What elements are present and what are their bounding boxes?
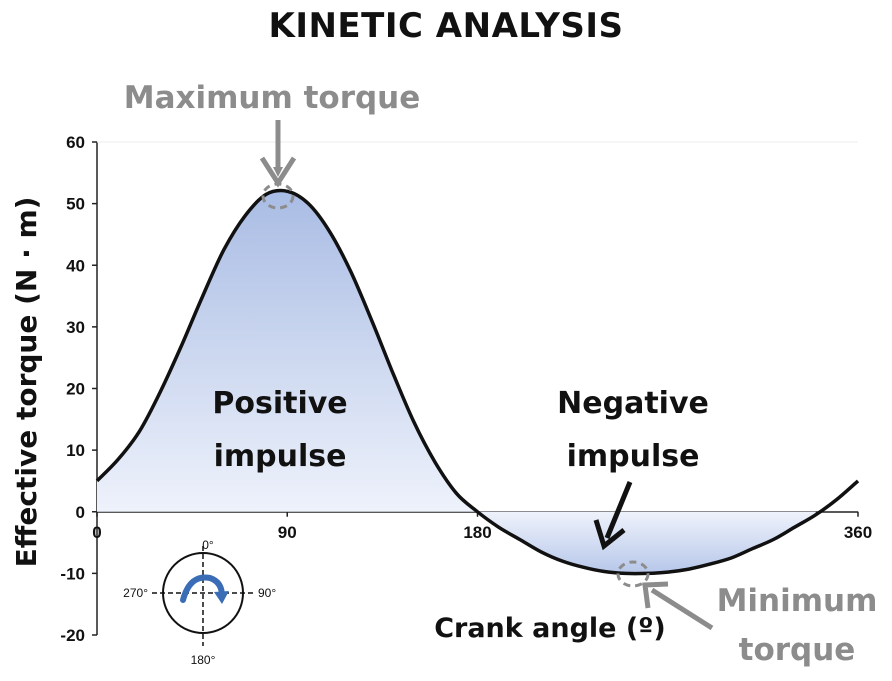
dial-label-bottom: 180° — [191, 653, 216, 667]
dial-label-right: 90° — [258, 586, 276, 600]
y-tick-label: 0 — [76, 503, 85, 522]
crank-rotation-arrowhead — [214, 591, 229, 604]
y-tick-label: 40 — [66, 256, 85, 275]
crank-rotation-arrow — [180, 574, 225, 603]
y-tick-label: -20 — [60, 626, 85, 645]
positive-impulse-label-2: impulse — [214, 439, 347, 474]
minimum-torque-marker — [616, 560, 650, 588]
positive-impulse-area — [97, 190, 478, 512]
y-tick-label: 50 — [66, 195, 85, 214]
negative-impulse-label-1: Negative — [557, 386, 709, 421]
dial-label-left: 270° — [123, 586, 148, 600]
y-tick-label: 10 — [66, 441, 85, 460]
y-axis-label: Effective torque (N · m) — [10, 197, 43, 568]
maximum-torque-marker — [261, 182, 295, 210]
y-tick-label: 20 — [66, 380, 85, 399]
minimum-torque-arrowhead — [642, 581, 669, 609]
y-tick-label: 30 — [66, 318, 85, 337]
minimum-torque-arrow — [650, 587, 714, 631]
negative-impulse-label-2: impulse — [567, 439, 700, 474]
crank-dial-inset: 0° 90° 180° 270° — [123, 538, 276, 667]
dial-label-top: 0° — [202, 538, 214, 552]
x-tick-label: 90 — [278, 523, 297, 542]
x-tick-label: 180 — [463, 523, 491, 542]
negative-impulse-area — [477, 511, 816, 574]
x-tick-label: 0 — [92, 523, 101, 542]
negative-impulse-arrow — [604, 481, 633, 539]
maximum-torque-label: Maximum torque — [124, 80, 421, 116]
positive-impulse-label-1: Positive — [212, 386, 347, 421]
minimum-torque-label-1: Minimum — [717, 583, 878, 619]
negative-impulse-arrowhead — [593, 519, 626, 551]
y-tick-label: 60 — [66, 133, 85, 152]
minimum-torque-label-2: torque — [739, 632, 856, 668]
y-ticks: 60 50 40 30 20 10 0 -10 -20 — [60, 133, 97, 645]
chart-title: KINETIC ANALYSIS — [268, 6, 624, 46]
x-tick-label: 360 — [844, 523, 872, 542]
torque-curve — [95, 188, 860, 576]
y-tick-label: -10 — [60, 564, 85, 583]
x-axis-label: Crank angle (º) — [434, 613, 666, 644]
